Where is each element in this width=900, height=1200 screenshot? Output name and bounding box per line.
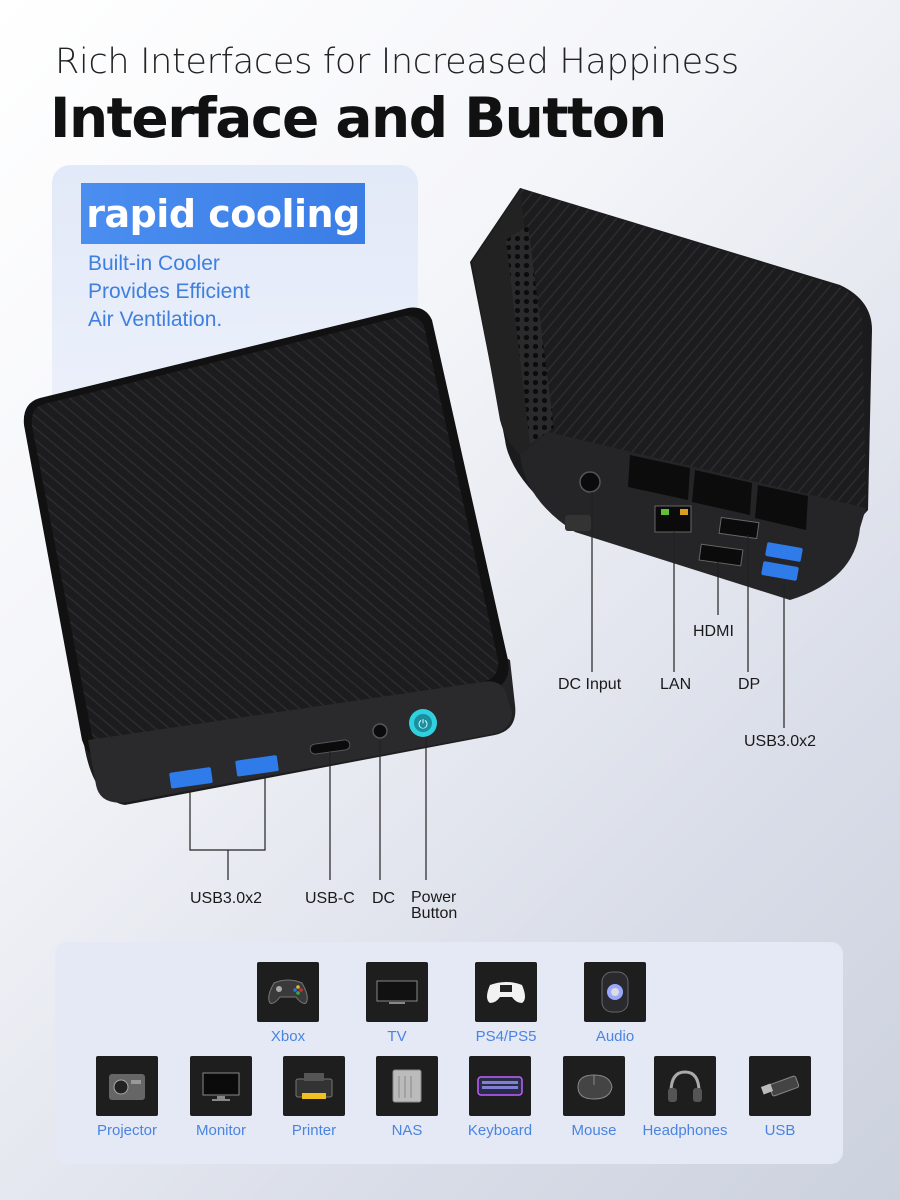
- app-ps: PS4/PS5: [461, 962, 551, 1045]
- tv-icon: [366, 962, 428, 1022]
- app-printer: Printer: [269, 1056, 359, 1139]
- front-power-label: Power Button: [411, 890, 457, 922]
- speaker-icon: [584, 962, 646, 1022]
- cooling-description: Built-in Cooler Provides Efficient Air V…: [88, 250, 250, 334]
- rear-dc-input-label: DC Input: [558, 676, 622, 693]
- app-usb: USB: [735, 1056, 825, 1139]
- app-label: Printer: [291, 1122, 337, 1139]
- page-title: Interface and Button: [50, 86, 667, 150]
- cooling-line-2: Provides Efficient: [88, 280, 250, 303]
- front-callout-lines: [189, 737, 427, 880]
- nas-icon: [376, 1056, 438, 1116]
- rear-usb-label: USB3.0x2: [744, 733, 817, 750]
- app-nas: NAS: [362, 1056, 452, 1139]
- cooling-badge: rapid cooling: [81, 183, 365, 244]
- app-label: USB: [764, 1122, 796, 1139]
- app-xbox: Xbox: [243, 962, 333, 1045]
- app-headphones: Headphones: [640, 1056, 730, 1139]
- cooling-line-1: Built-in Cooler: [88, 252, 220, 275]
- headphones-icon: [654, 1056, 716, 1116]
- app-label: Monitor: [195, 1122, 247, 1139]
- app-audio: Audio: [570, 962, 660, 1045]
- svg-text:⏻: ⏻: [418, 717, 428, 731]
- cooling-line-3: Air Ventilation.: [88, 308, 223, 331]
- rear-mini-pc: [470, 188, 872, 600]
- front-power-label-line2: Button: [411, 905, 458, 922]
- app-label: Audio: [595, 1028, 635, 1045]
- front-usbc-label: USB-C: [305, 890, 355, 907]
- app-keyboard: Keyboard: [455, 1056, 545, 1139]
- mouse-icon: [563, 1056, 625, 1116]
- app-label: Mouse: [571, 1122, 617, 1139]
- front-usb-label: USB3.0x2: [190, 890, 263, 907]
- front-dc-label: DC: [372, 890, 396, 907]
- rear-lan-label: LAN: [660, 676, 692, 693]
- monitor-icon: [190, 1056, 252, 1116]
- page-subtitle: Rich Interfaces for Increased Happiness: [55, 42, 739, 82]
- app-projector: Projector: [82, 1056, 172, 1139]
- ps-controller-icon: [475, 962, 537, 1022]
- front-power-label-line1: Power: [411, 889, 457, 906]
- app-label: Headphones: [642, 1122, 728, 1139]
- front-mini-pc: ⏻: [23, 307, 516, 805]
- rear-dp-label: DP: [738, 676, 761, 693]
- app-label: Projector: [96, 1122, 158, 1139]
- app-label: Xbox: [270, 1028, 306, 1045]
- compatible-devices-panel: Xbox TV PS4/PS5 Audio Projector Monitor: [55, 942, 843, 1164]
- rear-hdmi-label: HDMI: [693, 623, 734, 640]
- projector-icon: [96, 1056, 158, 1116]
- keyboard-icon: [469, 1056, 531, 1116]
- usb-drive-icon: [749, 1056, 811, 1116]
- app-label: TV: [387, 1028, 407, 1045]
- app-label: Keyboard: [467, 1122, 533, 1139]
- app-label: PS4/PS5: [475, 1028, 537, 1045]
- rear-callout-lines: [591, 492, 785, 728]
- app-monitor: Monitor: [176, 1056, 266, 1139]
- device-illustration: ⏻: [23, 188, 872, 880]
- app-mouse: Mouse: [549, 1056, 639, 1139]
- gamepad-icon: [257, 962, 319, 1022]
- printer-icon: [283, 1056, 345, 1116]
- app-tv: TV: [352, 962, 442, 1045]
- app-label: NAS: [391, 1122, 423, 1139]
